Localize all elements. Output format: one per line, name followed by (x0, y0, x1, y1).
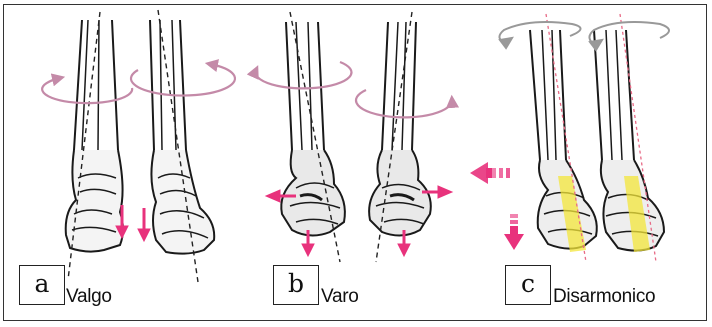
rotation-arrow-b-left (255, 62, 351, 88)
panel-b-varo (255, 12, 452, 262)
lateral-shift-arrow-c (470, 162, 510, 184)
leg-c-left (530, 30, 597, 249)
force-arrow-c-down (504, 214, 524, 250)
panel-label-c: c (505, 265, 551, 305)
force-arrow-a-right (138, 208, 150, 241)
rotation-arrow-a-left (42, 78, 132, 103)
leg-b-right (369, 22, 431, 236)
panel-label-b: b (273, 265, 319, 305)
rotation-arrow-c-left (499, 22, 580, 48)
panel-caption-a: Valgo (66, 286, 112, 308)
panel-c-disarmonico (470, 14, 669, 262)
leg-a-left (66, 20, 123, 252)
leg-c-right (594, 30, 664, 251)
rotation-arrow-c-right (589, 22, 669, 50)
panel-caption-b: Varo (321, 286, 359, 308)
panel-label-a: a (19, 265, 65, 305)
panel-caption-c: Disarmonico (553, 286, 655, 308)
leg-a-right (150, 20, 214, 254)
panel-a-valgo (42, 10, 235, 282)
